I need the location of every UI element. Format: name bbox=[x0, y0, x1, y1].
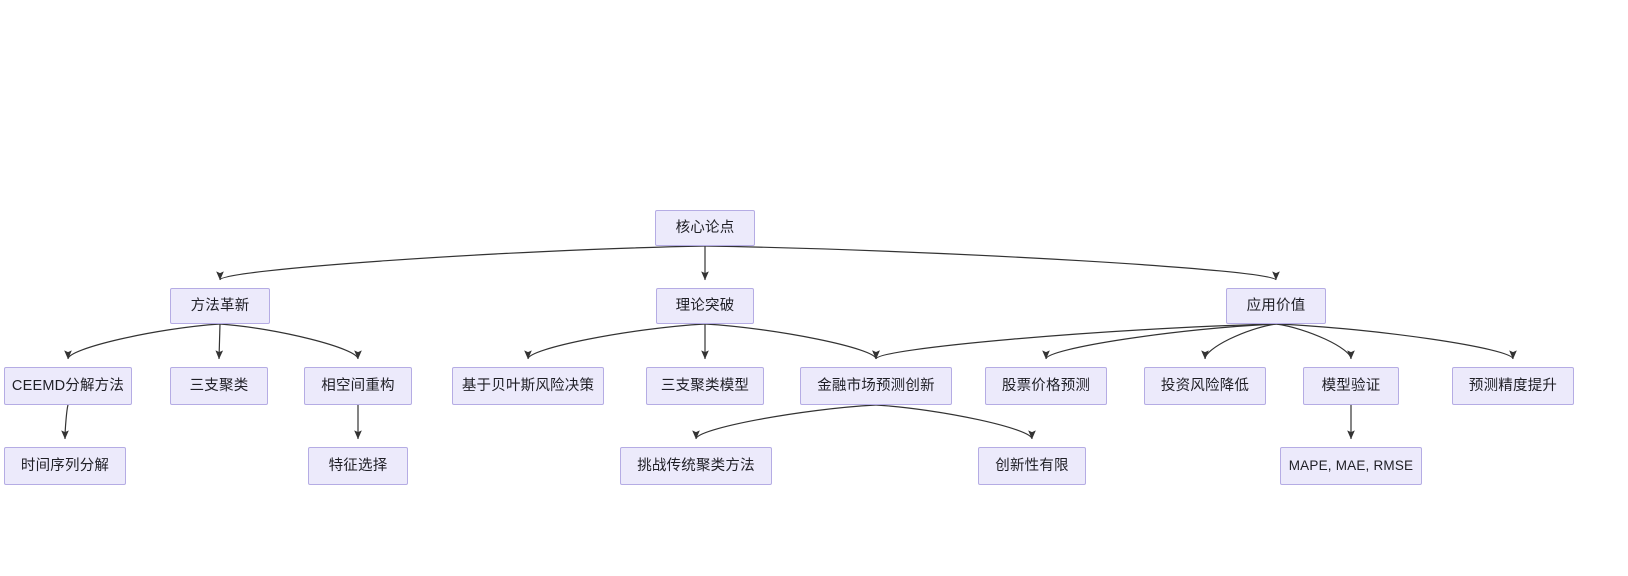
flowchart-edge bbox=[524, 323, 706, 360]
flowchart-node-label: 创新性有限 bbox=[995, 457, 1069, 474]
flowchart-node-label: 模型验证 bbox=[1321, 377, 1381, 394]
flowchart-node[interactable]: 预测精度提升 bbox=[1452, 367, 1574, 405]
flowchart-node-label: 金融市场预测创新 bbox=[817, 377, 935, 394]
flowchart-node[interactable]: 基于贝叶斯风险决策 bbox=[452, 367, 604, 405]
flowchart-node-label: 三支聚类模型 bbox=[660, 377, 750, 394]
flowchart-edge bbox=[704, 245, 1280, 281]
flowchart-node[interactable]: 三支聚类 bbox=[170, 367, 268, 405]
flowchart-node-label: 挑战传统聚类方法 bbox=[637, 457, 755, 474]
flowchart-edge bbox=[216, 245, 706, 281]
flowchart-node[interactable]: 特征选择 bbox=[308, 447, 408, 485]
flowchart-node-label: 投资风险降低 bbox=[1160, 377, 1250, 394]
flowchart-node-label: 三支聚类 bbox=[189, 377, 249, 394]
flowchart-edge bbox=[875, 404, 1036, 440]
flowchart-edge bbox=[1275, 323, 1355, 360]
flowchart-edge bbox=[692, 404, 877, 440]
flowchart-node[interactable]: 投资风险降低 bbox=[1144, 367, 1266, 405]
flowchart-node-label: 应用价值 bbox=[1246, 297, 1306, 314]
flowchart-node[interactable]: 挑战传统聚类方法 bbox=[620, 447, 772, 485]
flowchart-node[interactable]: 股票价格预测 bbox=[985, 367, 1107, 405]
flowchart-edge bbox=[704, 323, 880, 360]
flowchart-node-label: MAPE, MAE, RMSE bbox=[1288, 458, 1414, 474]
flowchart-node[interactable]: 时间序列分解 bbox=[4, 447, 126, 485]
flowchart-node[interactable]: 方法革新 bbox=[170, 288, 270, 324]
edge-paths bbox=[61, 245, 1517, 440]
flowchart-edge bbox=[64, 323, 221, 360]
flowchart-node[interactable]: 三支聚类模型 bbox=[646, 367, 764, 405]
flowchart-node-label: 预测精度提升 bbox=[1468, 377, 1558, 394]
flowchart-node[interactable]: MAPE, MAE, RMSE bbox=[1280, 447, 1422, 485]
flowchart-node-label: 股票价格预测 bbox=[1001, 377, 1091, 394]
flowchart-edge bbox=[872, 323, 1277, 360]
flowchart-node[interactable]: 金融市场预测创新 bbox=[800, 367, 952, 405]
flowchart-edge bbox=[61, 404, 69, 440]
flowchart-node-label: 特征选择 bbox=[328, 457, 388, 474]
flowchart-edge bbox=[219, 323, 362, 360]
flowchart-edge bbox=[1275, 323, 1517, 360]
flowchart-edge bbox=[215, 323, 224, 360]
flowchart-node[interactable]: 核心论点 bbox=[655, 210, 755, 246]
flowchart-node[interactable]: 理论突破 bbox=[656, 288, 754, 324]
flowchart-node-label: CEEMD分解方法 bbox=[11, 377, 125, 394]
flowchart-node-label: 核心论点 bbox=[675, 219, 735, 236]
flowchart-node-label: 基于贝叶斯风险决策 bbox=[461, 377, 595, 394]
flowchart-edge bbox=[1201, 323, 1277, 360]
flowchart-edge bbox=[1042, 323, 1277, 360]
flowchart-node[interactable]: 应用价值 bbox=[1226, 288, 1326, 324]
flowchart-node-label: 理论突破 bbox=[675, 297, 735, 314]
flowchart-node[interactable]: 模型验证 bbox=[1303, 367, 1399, 405]
flowchart-node[interactable]: 相空间重构 bbox=[304, 367, 412, 405]
flowchart-node[interactable]: CEEMD分解方法 bbox=[4, 367, 132, 405]
flowchart-node-label: 相空间重构 bbox=[321, 377, 395, 394]
flowchart-node-label: 方法革新 bbox=[190, 297, 250, 314]
flowchart-node-label: 时间序列分解 bbox=[20, 457, 110, 474]
flowchart-node[interactable]: 创新性有限 bbox=[978, 447, 1086, 485]
